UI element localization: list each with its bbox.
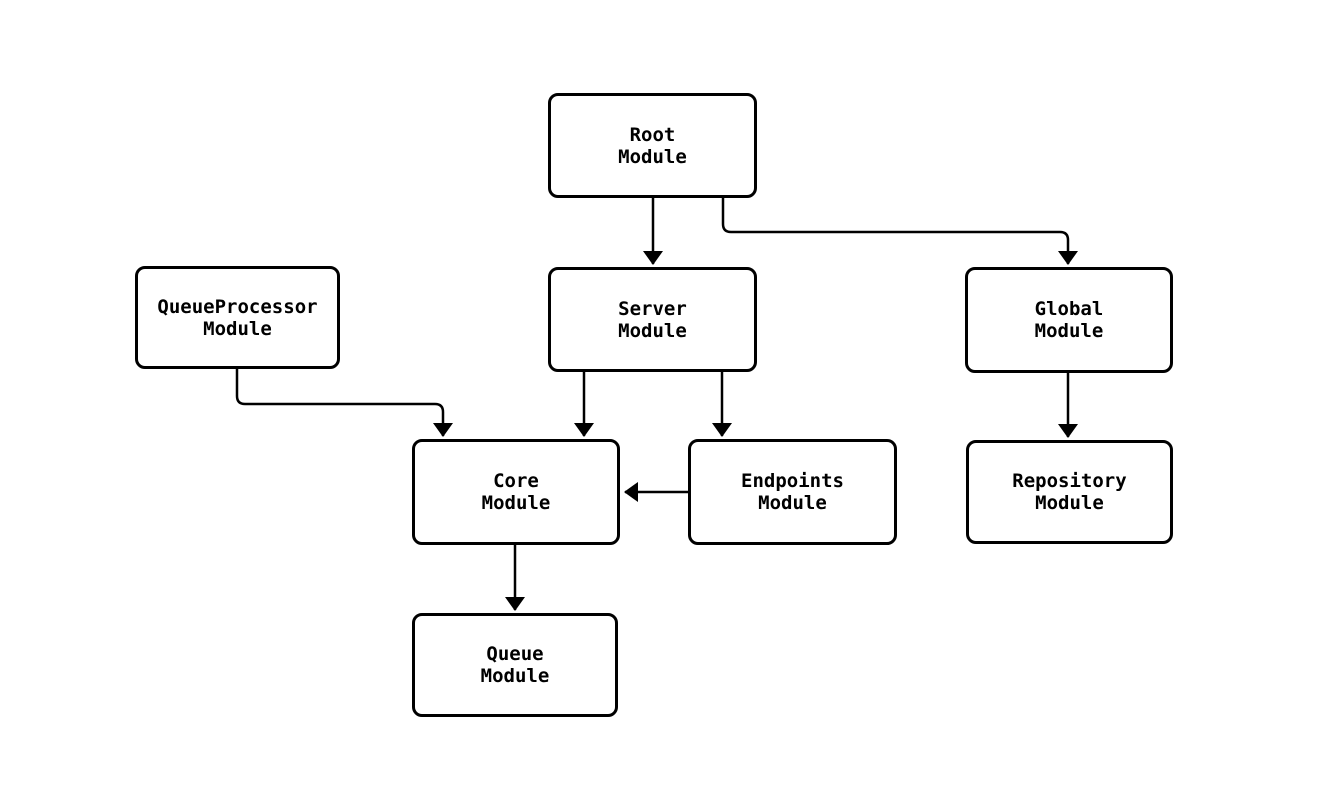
edge-root-to-global (721, 198, 1078, 265)
node-repository-module: Repository Module (966, 440, 1173, 544)
node-label: Repository Module (1012, 470, 1127, 514)
node-server-module: Server Module (548, 267, 757, 372)
node-label: Server Module (618, 297, 687, 342)
node-queueprocessor-module: QueueProcessor Module (135, 266, 340, 369)
node-queue-module: Queue Module (412, 613, 618, 717)
node-global-module: Global Module (965, 267, 1173, 373)
node-label: QueueProcessor Module (157, 295, 318, 340)
node-label: Endpoints Module (741, 470, 844, 514)
node-label: Core Module (481, 470, 551, 514)
edge-queueprocessor-to-core (235, 369, 453, 437)
node-core-module: Core Module (412, 439, 620, 545)
node-label: Queue Module (480, 643, 550, 687)
node-label: Root Module (618, 123, 687, 168)
node-endpoints-module: Endpoints Module (688, 439, 897, 545)
node-root-module: Root Module (548, 93, 757, 198)
node-label: Global Module (1034, 298, 1104, 342)
